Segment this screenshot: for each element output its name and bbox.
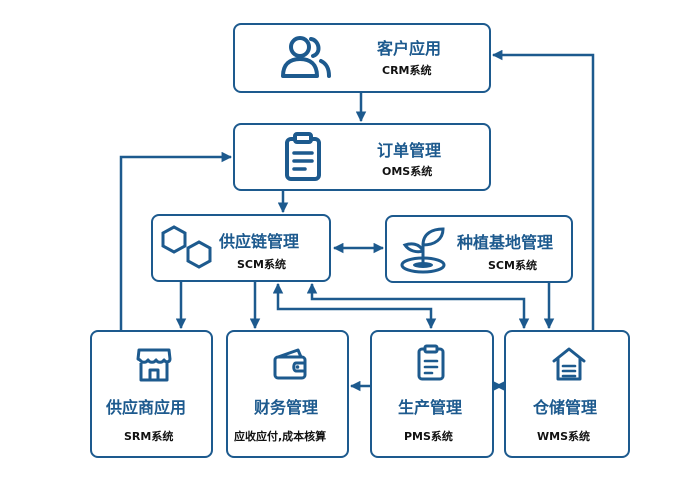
node-title: 仓储管理 xyxy=(533,398,598,417)
clipboard-list-icon xyxy=(285,132,321,181)
node-scm: 供应链管理 SCM系统 xyxy=(151,214,331,282)
sprout-icon xyxy=(400,227,446,274)
node-title: 订单管理 xyxy=(377,141,442,160)
node-subtitle: OMS系统 xyxy=(382,165,433,178)
node-plant-base: 种植基地管理 SCM系统 xyxy=(385,215,573,283)
clipboard-icon xyxy=(417,344,445,381)
node-subtitle: 应收应付,成本核算 xyxy=(234,430,327,443)
node-title: 供应链管理 xyxy=(219,232,300,251)
node-subtitle: SCM系统 xyxy=(237,258,286,271)
edge-srm-oms xyxy=(119,151,233,330)
wallet-icon xyxy=(273,348,307,380)
users-icon xyxy=(281,36,331,78)
node-title: 生产管理 xyxy=(398,398,463,417)
warehouse-icon xyxy=(552,347,586,381)
node-title: 客户应用 xyxy=(377,39,442,58)
node-subtitle: SRM系统 xyxy=(124,430,174,443)
hexagon-chain-icon xyxy=(161,225,212,269)
edge-pms-scm xyxy=(272,282,437,330)
node-subtitle: PMS系统 xyxy=(404,430,453,443)
node-title: 种植基地管理 xyxy=(457,233,554,252)
node-wms: 仓储管理 WMS系统 xyxy=(504,330,630,458)
node-finance: 财务管理 应收应付,成本核算 xyxy=(226,330,349,458)
node-subtitle: WMS系统 xyxy=(537,430,591,443)
node-title: 财务管理 xyxy=(254,398,319,417)
node-subtitle: CRM系统 xyxy=(382,64,432,77)
node-title: 供应商应用 xyxy=(106,398,187,417)
node-subtitle: SCM系统 xyxy=(488,259,537,272)
node-srm: 供应商应用 SRM系统 xyxy=(90,330,213,458)
edge-wms-scm xyxy=(306,282,530,330)
node-oms: 订单管理 OMS系统 xyxy=(233,123,491,191)
node-crm: 客户应用 CRM系统 xyxy=(233,23,491,93)
store-icon xyxy=(136,348,172,382)
edge-wms-crm xyxy=(491,49,595,330)
node-pms: 生产管理 PMS系统 xyxy=(370,330,494,458)
